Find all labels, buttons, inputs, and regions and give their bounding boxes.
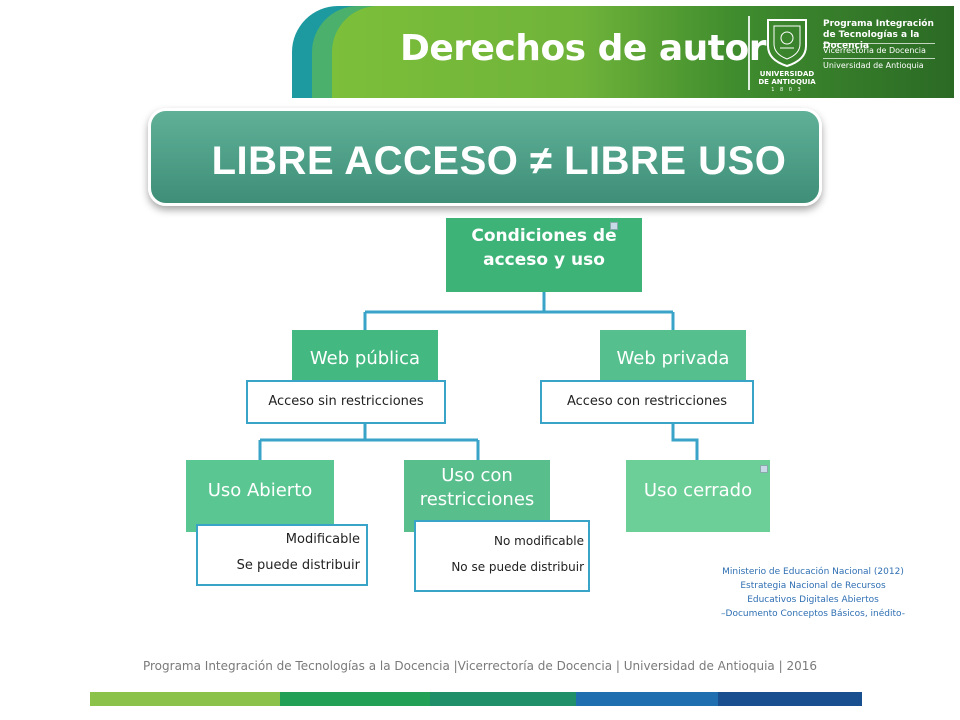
node-uso-restr-line2: restricciones <box>419 489 535 510</box>
node-marker <box>610 222 618 230</box>
footer-bar-segment <box>718 692 862 706</box>
university-name: UNIVERSIDAD DE ANTIOQUIA <box>758 70 816 86</box>
header-banner: Derechos de autor UNIVERSIDAD DE ANTIOQU… <box>332 6 954 98</box>
uso-restr-line1: No modificable <box>494 534 584 548</box>
footer-bar-segment <box>280 692 430 706</box>
citation-line1: Ministerio de Educación Nacional (2012) <box>722 567 904 577</box>
university-seal-icon <box>767 19 807 68</box>
web-publica-description: Acceso sin restricciones <box>246 380 446 424</box>
node-uso-abierto: Uso Abierto <box>186 460 334 532</box>
footer-bar-segment <box>576 692 718 706</box>
program-rule <box>823 43 935 44</box>
uso-abierto-description: Modificable Se puede distribuir <box>196 524 368 586</box>
footer-color-bar <box>90 692 862 706</box>
header-divider <box>748 16 750 90</box>
footer-text: Programa Integración de Tecnologías a la… <box>142 659 817 673</box>
slide-title: LIBRE ACCESO ≠ LIBRE USO <box>211 139 787 183</box>
node-uso-cerrado: Uso cerrado <box>626 460 770 532</box>
footer-bar-segment <box>90 692 280 706</box>
citation-line4: –Documento Conceptos Básicos, inédito- <box>721 609 905 619</box>
header-title: Derechos de autor <box>400 28 766 69</box>
connector-priv-down <box>671 420 699 460</box>
program-title-line2: de Tecnologías a la Docencia <box>823 30 920 51</box>
web-privada-description: Acceso con restricciones <box>540 380 754 424</box>
node-condiciones: Condiciones de acceso y uso <box>446 218 642 292</box>
node-condiciones-line2: acceso y uso <box>483 250 605 270</box>
node-marker-2 <box>760 465 768 473</box>
program-subtitle-2: Universidad de Antioquia <box>823 61 924 70</box>
program-title: Programa Integración de Tecnologías a la… <box>823 19 954 52</box>
node-condiciones-line1: Condiciones de <box>471 226 617 246</box>
uso-abierto-line1: Modificable <box>285 532 360 547</box>
uso-restricciones-description: No modificable No se puede distribuir <box>414 520 590 592</box>
title-box: LIBRE ACCESO ≠ LIBRE USO <box>148 108 822 206</box>
program-title-line1: Programa Integración <box>823 19 934 29</box>
uso-abierto-line2: Se puede distribuir <box>236 558 360 573</box>
footer-bar-segment <box>430 692 576 706</box>
node-uso-restr-line1: Uso con <box>441 465 513 486</box>
citation-line2: Estrategia Nacional de Recursos <box>740 581 886 591</box>
university-year: 1 8 0 3 <box>771 87 803 93</box>
uso-restr-line2: No se puede distribuir <box>451 560 584 574</box>
node-web-privada: Web privada <box>600 330 746 382</box>
program-subtitle-1: Vicerrectoría de Docencia <box>823 46 926 55</box>
node-web-publica: Web pública <box>292 330 438 382</box>
citation-line3: Educativos Digitales Abiertos <box>747 595 879 605</box>
citation: Ministerio de Educación Nacional (2012) … <box>700 565 926 621</box>
program-rule-2 <box>823 58 935 59</box>
